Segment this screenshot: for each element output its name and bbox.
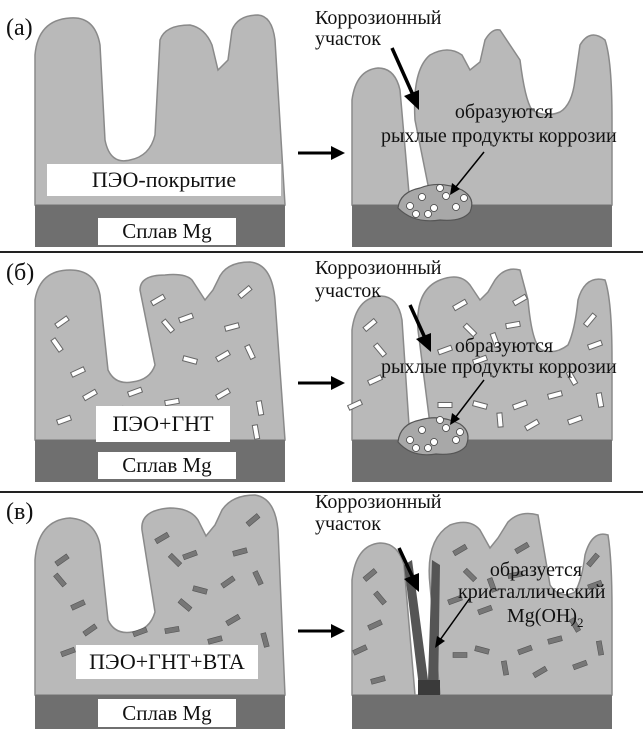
panel-a-site-label-1: Коррозионный	[315, 8, 442, 28]
panel-b-right-substrate	[352, 440, 612, 482]
panel-b-left-structure	[35, 262, 285, 482]
panel-a-product-particle	[419, 194, 426, 201]
panel-c-crystal-base	[418, 680, 440, 695]
panel-c-product-label-2: кристаллический	[458, 582, 605, 602]
panel-b-product-particle	[443, 425, 450, 432]
panel-a-process-arrowhead	[331, 146, 345, 160]
divider-ab	[0, 251, 643, 253]
panel-b-right-nanotube	[438, 403, 452, 408]
panel-c-formula: Mg(OH)	[507, 605, 577, 627]
panel-a-product-particle	[431, 205, 438, 212]
panel-a-product-particle	[425, 211, 432, 218]
panel-c-right-substrate	[352, 695, 612, 729]
panel-a-left-structure	[35, 15, 285, 247]
panel-a-right-substrate	[352, 205, 612, 247]
panel-b-product-particle	[419, 427, 426, 434]
panel-a-product-particle	[453, 204, 460, 211]
panel-c-product-label-3: Mg(OH)2	[507, 606, 584, 629]
panel-c-site-label-2: участок	[315, 514, 381, 534]
panel-c-right-nanotube	[453, 653, 467, 658]
panel-b-product-particle	[407, 437, 414, 444]
panel-a-product-particle	[413, 211, 420, 218]
panel-c-formula-subscript: 2	[577, 615, 584, 630]
panel-b-product-particle	[425, 445, 432, 452]
panel-a-product-label-2: рыхлые продукты коррозии	[381, 126, 617, 146]
panel-a-product-particle	[407, 203, 414, 210]
panel-b-process-arrowhead	[331, 376, 345, 390]
panel-a-site-arrowhead	[404, 90, 419, 110]
panel-c-letter: (в)	[6, 500, 33, 524]
panel-b-product-particle	[431, 439, 438, 446]
panel-b-letter: (б)	[6, 261, 34, 285]
panel-b-coating-label: ПЭО+ГНТ	[96, 406, 230, 442]
panel-b-product-particle	[453, 437, 460, 444]
panel-c-process-arrowhead	[331, 624, 345, 638]
panel-b-product-label-1: образуются	[444, 336, 564, 356]
panel-a-coating-label: ПЭО-покрытие	[47, 164, 281, 196]
panel-a-product-particle	[437, 185, 444, 192]
panel-c-product-label-1: образуется	[476, 560, 596, 580]
process-arrows	[298, 146, 345, 638]
panel-a-product-particle	[461, 195, 468, 202]
panel-c-substrate-label: Сплав Mg	[98, 699, 236, 727]
panel-c-coating-label: ПЭО+ГНТ+BTA	[76, 645, 258, 679]
panel-b-product-label-2: рыхлые продукты коррозии	[381, 357, 617, 377]
panel-b-site-label-1: Коррозионный	[315, 258, 442, 278]
panel-b-substrate-label: Сплав Mg	[98, 452, 236, 479]
panel-a-site-label-2: участок	[315, 29, 381, 49]
panel-c-site-label-1: Коррозионный	[315, 492, 442, 512]
panel-c-left-structure	[35, 495, 285, 729]
panel-b-product-particle	[413, 445, 420, 452]
panel-b-product-particle	[457, 429, 464, 436]
panel-a-substrate-label: Сплав Mg	[98, 218, 236, 245]
panel-b-right-nanotube	[497, 413, 503, 427]
panel-a-product-particle	[443, 193, 450, 200]
panel-b-product-particle	[437, 417, 444, 424]
panel-a-product-label-1: образуются	[444, 102, 564, 122]
panel-b-site-label-2: участок	[315, 281, 381, 301]
panel-a-letter: (а)	[6, 16, 33, 40]
